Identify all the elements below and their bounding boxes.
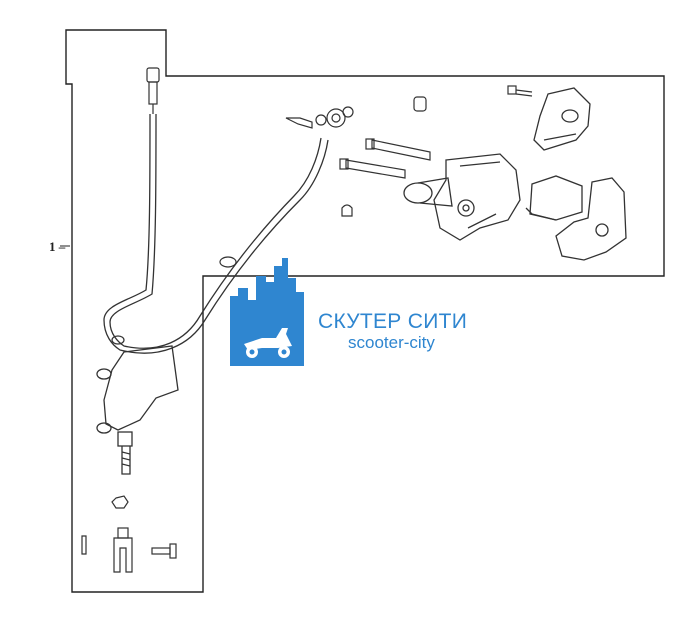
- watermark-text: СКУТЕР СИТИ scooter-city: [318, 311, 478, 353]
- hose-top-fitting: [146, 67, 160, 114]
- caliper-pins: [339, 138, 431, 179]
- mounting-bolt: [507, 85, 533, 97]
- hardware-nut: [111, 495, 129, 509]
- group-frame: [65, 29, 665, 593]
- bleeder-cap: [413, 96, 427, 112]
- hose-clamp: [111, 256, 237, 345]
- brake-pads: [525, 175, 627, 261]
- master-cylinder: [96, 345, 179, 475]
- watermark-name-ru: СКУТЕР СИТИ: [318, 310, 468, 333]
- clevis-pin: [151, 543, 177, 559]
- banjo-bolt-assembly: [285, 106, 354, 129]
- scooter-wheels: [249, 349, 287, 355]
- watermark-logo-icon: [230, 258, 304, 366]
- brake-hose: [103, 113, 329, 354]
- caliper-bracket: [533, 87, 591, 151]
- callout-number: 1 –: [49, 239, 66, 254]
- brake-caliper: [403, 153, 521, 241]
- dust-cap: [341, 204, 353, 217]
- clevis: [113, 527, 133, 573]
- cotter-pin: [81, 535, 87, 555]
- watermark-name-en: scooter-city: [348, 333, 435, 352]
